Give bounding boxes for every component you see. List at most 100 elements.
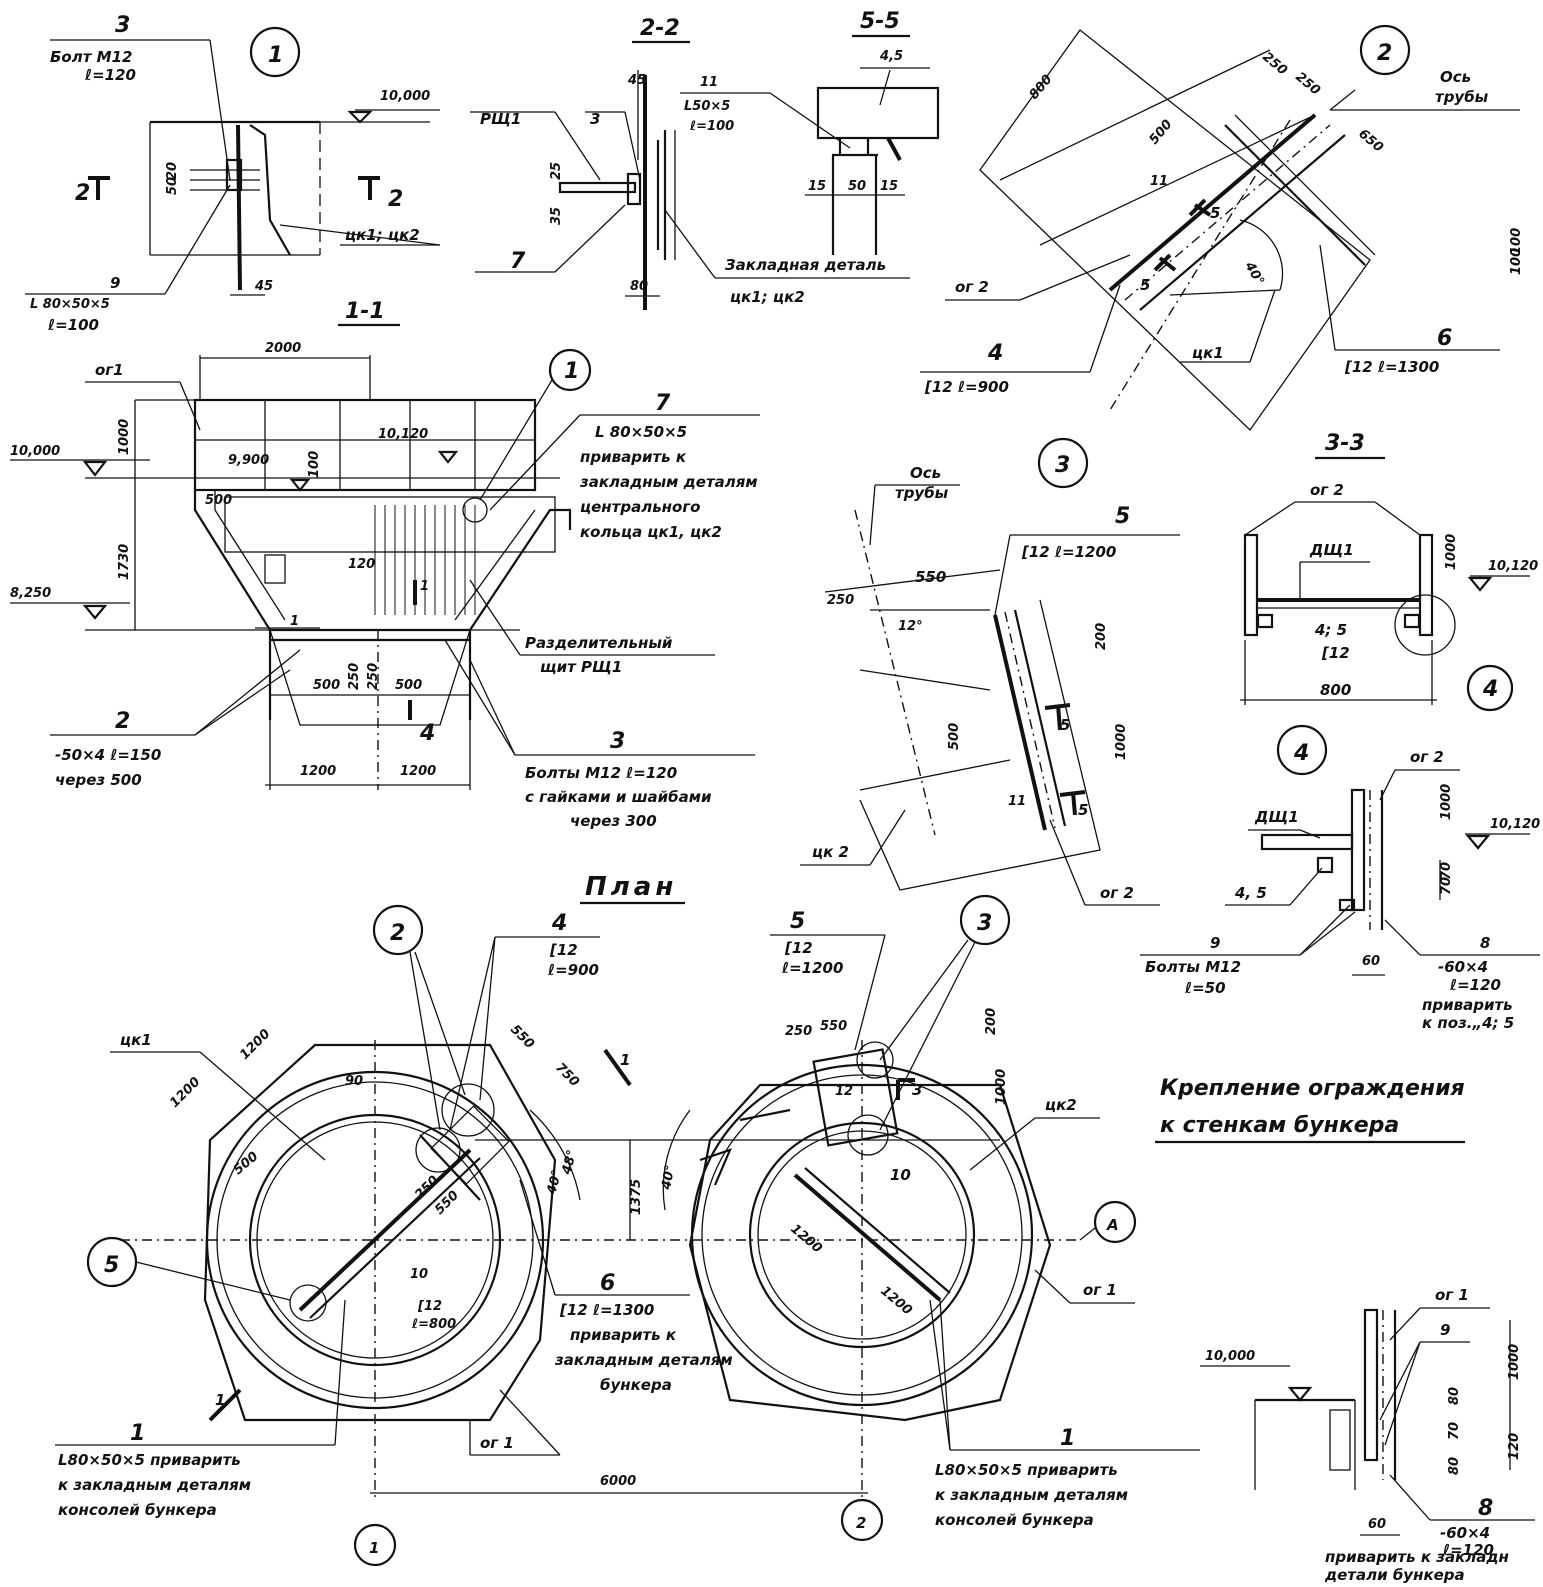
pos-1b-note-2: консолей бункера [935,1511,1094,1529]
angle-48-plan: 48° [559,1148,580,1177]
pos-6-spec-2: закладным деталям [554,1351,733,1369]
sec5a-d3: 5 [1060,716,1070,734]
len-55: ℓ=100 [689,119,734,134]
dim-20-a: 20 [165,162,180,180]
detail-4-bubble [1276,724,1328,776]
pos-3-note-0: Болты M12 ℓ=120 [525,764,677,782]
dim-50: 50 [165,177,180,195]
mark-10000: 10,000 [380,89,430,104]
dim-1000-d4: 1000 [1439,784,1454,820]
sec5-d2: 5 [1210,204,1220,222]
pos-7-note-2: закладным деталям [579,473,758,491]
dim-45-22: 45 [627,73,646,88]
angle-40-d2: 40° [1241,259,1267,289]
ck2-plan: цк2 [1045,1096,1077,1114]
bubble-4-33 [1466,664,1514,712]
ch12-33: [12 [1321,644,1350,662]
angle-40-plan-a: 40° [544,1168,565,1197]
dim-250-a: 250 [1259,50,1289,79]
pos-1b-note-1: к закладным деталям [935,1486,1128,1504]
dim-250-pb: 250 [785,1024,812,1039]
section-2-right: 2 [388,187,403,212]
sec-3-plan: 3 [912,1081,922,1099]
pos-5-plan: 5 [790,909,805,934]
mark-10000-11: 10,000 [10,444,60,459]
pos-1a-note-2: консолей бункера [58,1501,217,1519]
dim-250-b-11: 250 [366,663,381,690]
plan-bubble-3-label: 3 [977,911,992,936]
pos-1-plan-b: 1 [1060,1426,1075,1451]
dsh1-33: ДЩ1 [1309,541,1354,559]
dim-45: 45 [254,279,273,294]
ch-note-1: ℓ=800 [411,1317,456,1332]
dim-80-fix-a: 80 [1447,1387,1462,1405]
bolt-label: Болт M12 [50,48,132,66]
pos-3-22: 3 [590,110,600,128]
pos-6-spec-d2: [12 ℓ=1300 [1344,358,1439,376]
dim-35: 35 [549,207,564,225]
og1-plan-a: ог 1 [480,1434,514,1452]
bubble-1-11 [548,348,592,392]
dim-120-fix: 120 [1507,1433,1522,1460]
pos-7-11: 7 [655,391,671,416]
section-1-1-title: 1-1 [345,299,385,324]
rsh1-hatch [374,505,476,615]
axis-2-bubble [840,1498,884,1542]
pos-7-note-3: центрального [580,498,701,516]
ck-parts-label: цк1; цк2 [345,226,420,244]
fix-note-1: детали бункера [1324,1566,1465,1583]
fix-note-0: приварить к закладн [1325,1548,1509,1566]
pos-2-spec: -50×4 ℓ=150 [55,746,161,764]
dim-1375: 1375 [629,1179,644,1215]
dim-6000: 6000 [600,1474,636,1489]
dim-60-fix: 60 [1368,1517,1386,1532]
pos-8-d4: 8 [1480,934,1490,952]
dim-200-d3: 200 [1094,623,1109,650]
pos-11-d3: 11 [1008,794,1026,809]
dim-800-33: 800 [1320,681,1351,699]
pos-1a-note-1: к закладным деталям [58,1476,251,1494]
pos-3-label: 3 [115,13,130,38]
dim-550-d3: 550 [915,568,946,586]
sec-1-plan-b: 1 [215,1391,225,1409]
dim-550-pc: 550 [820,1019,847,1034]
detail-1: 1 3 Болт M12 ℓ=120 10,000 20 50 2 2 цк1;… [25,13,441,334]
pos-1-plan-a: 1 [130,1421,145,1446]
dsh1-d4: ДЩ1 [1254,808,1299,826]
pos-10-plan-b: 10 [890,1166,911,1184]
right-octagon-og1 [688,1083,1052,1422]
bolt-length: ℓ=120 [84,66,136,84]
pos-5-spec-d3: [12 ℓ=1200 [1021,543,1116,561]
detail-2: 2 Ось трубы 800 500 250 250 650 11 5 5 4… [920,24,1524,431]
og2-d4: ог 2 [1410,748,1444,766]
sec5b-d2: 5 [1140,276,1150,294]
dim-120-11: 120 [348,557,375,572]
detail-1-bubble [249,26,301,78]
bubble-4-33-label: 4 [1482,677,1498,702]
dim-50-55: 50 [848,179,866,194]
dim-1730: 1730 [117,544,132,580]
pos-45-d4: 4, 5 [1234,884,1267,902]
mark-9900: 9,900 [228,453,269,468]
left-octagon-og1 [203,1043,557,1422]
pos-9-d4: 9 [1210,934,1220,952]
dim-500-d2: 500 [1147,117,1176,147]
pos-6-spec-0: [12 ℓ=1300 [559,1301,654,1319]
len-d4: ℓ=50 [1184,979,1226,997]
pos-6-spec-3: бункера [600,1376,672,1394]
angle-label: L 80×50×5 [30,297,110,312]
ck1-d2: цк1 [1192,344,1224,362]
pos-1b-11: 1 [420,579,429,594]
fix-title-1: к стенкам бункера [1160,1113,1399,1138]
dim-250-b: 250 [1292,70,1322,99]
mark-10120-d4: 10,120 [1490,817,1540,832]
pos-45-55: 4,5 [879,49,903,64]
dim-500-d3: 500 [947,723,962,750]
pos-4-plan: 4 [551,911,567,936]
pos-3-note-2: через 300 [570,812,657,830]
axis-2-label: 2 [856,1514,866,1532]
section-1-1: 1-1 ог1 2000 1000 1730 10,000 9,900 10,1… [10,299,760,830]
pos-1b-note-0: L80×50×5 приварить [935,1461,1118,1479]
dim-650: 650 [1355,127,1385,156]
og2-d3: ог 2 [1100,884,1134,902]
